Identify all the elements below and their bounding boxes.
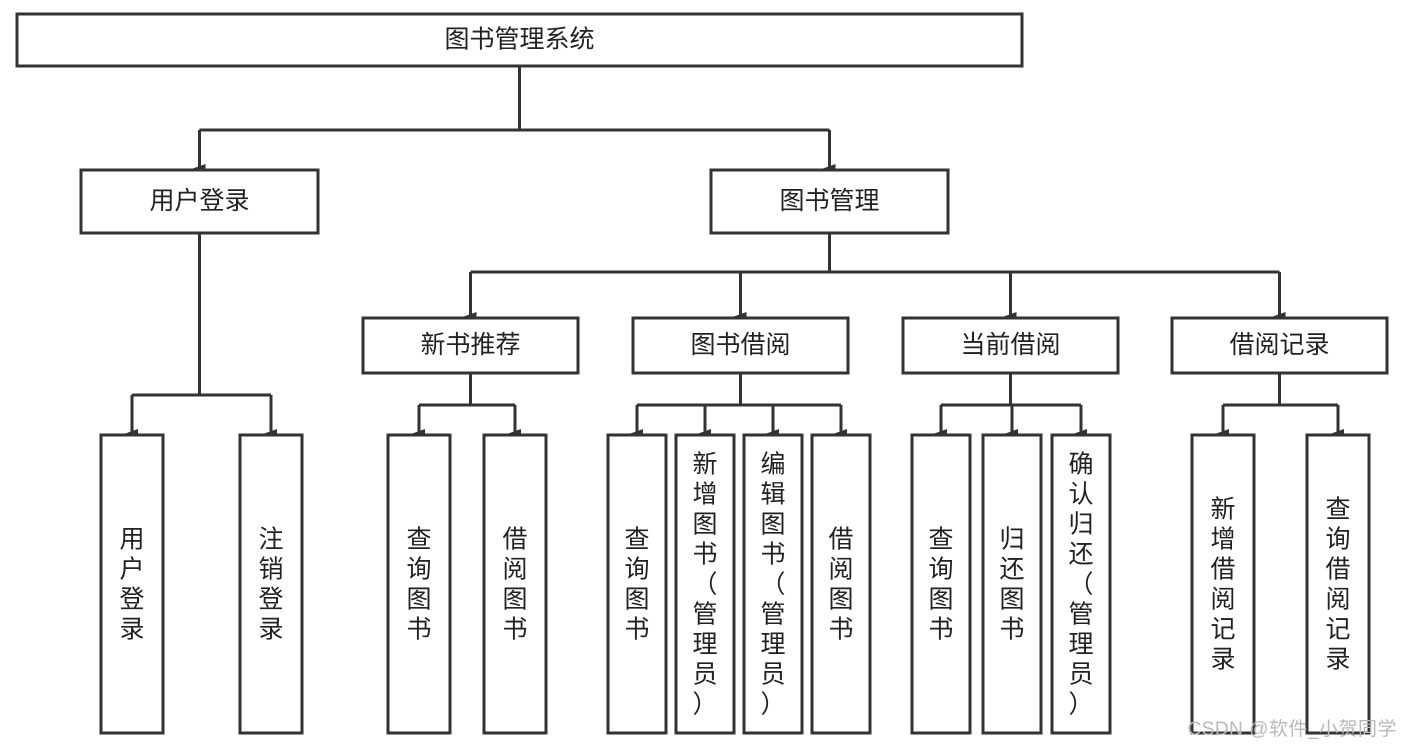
node-label-leaf-add-book: 新增图书（管理员）: [692, 450, 717, 718]
node-box-book-borrow: [631, 316, 850, 375]
node-leaf-logout[interactable]: 注销登录: [238, 433, 304, 735]
node-label-user-login: 用户登录: [149, 187, 249, 215]
node-box-leaf-confirm-return: [1050, 433, 1112, 735]
node-box-root: [15, 12, 1024, 68]
node-new-book-recommend[interactable]: 新书推荐: [361, 316, 580, 375]
node-leaf-borrow-book[interactable]: 借阅图书: [810, 433, 872, 735]
node-leaf-add-record[interactable]: 新增借阅记录: [1190, 433, 1256, 735]
node-book-borrow[interactable]: 图书借阅: [631, 316, 850, 375]
node-borrow-record[interactable]: 借阅记录: [1170, 316, 1389, 375]
node-book-management[interactable]: 图书管理: [709, 168, 950, 235]
node-leaf-query-book-recommend[interactable]: 查询图书: [386, 433, 452, 735]
node-leaf-query-record[interactable]: 查询借阅记录: [1305, 433, 1371, 735]
node-box-user-login: [79, 168, 320, 235]
node-label-leaf-query-book-borrow: 查询图书: [624, 525, 649, 643]
node-box-leaf-query-book-borrow: [606, 433, 668, 735]
node-box-leaf-query-record: [1305, 433, 1371, 735]
node-leaf-edit-book[interactable]: 编辑图书（管理员）: [742, 433, 804, 735]
node-box-leaf-query-book-current: [910, 433, 972, 735]
node-box-leaf-borrow-book-recommend: [482, 433, 548, 735]
node-box-new-book-recommend: [361, 316, 580, 375]
node-label-borrow-record: 借阅记录: [1229, 331, 1329, 359]
node-leaf-add-book[interactable]: 新增图书（管理员）: [674, 433, 736, 735]
node-root[interactable]: 图书管理系统: [15, 12, 1024, 68]
node-user-login[interactable]: 用户登录: [79, 168, 320, 235]
node-box-leaf-return-book: [981, 433, 1043, 735]
node-label-leaf-borrow-book: 借阅图书: [828, 525, 853, 643]
node-current-borrow[interactable]: 当前借阅: [901, 316, 1120, 375]
node-label-leaf-return-book: 归还图书: [999, 525, 1024, 643]
node-label-new-book-recommend: 新书推荐: [420, 331, 520, 359]
node-box-leaf-add-book: [674, 433, 736, 735]
node-layer: 图书管理系统用户登录图书管理新书推荐图书借阅当前借阅借阅记录用户登录注销登录查询…: [15, 12, 1389, 735]
node-label-leaf-borrow-book-recommend: 借阅图书: [502, 525, 527, 643]
node-leaf-query-book-borrow[interactable]: 查询图书: [606, 433, 668, 735]
node-label-leaf-query-book-recommend: 查询图书: [406, 525, 431, 643]
node-leaf-query-book-current[interactable]: 查询图书: [910, 433, 972, 735]
node-leaf-borrow-book-recommend[interactable]: 借阅图书: [482, 433, 548, 735]
node-box-leaf-add-record: [1190, 433, 1256, 735]
node-label-leaf-user-login: 用户登录: [119, 525, 144, 643]
node-box-leaf-borrow-book: [810, 433, 872, 735]
node-leaf-confirm-return[interactable]: 确认归还（管理员）: [1050, 433, 1112, 735]
node-label-leaf-query-record: 查询借阅记录: [1325, 495, 1350, 673]
node-label-leaf-confirm-return: 确认归还（管理员）: [1068, 450, 1093, 718]
node-label-leaf-logout: 注销登录: [258, 525, 283, 643]
watermark-text: CSDN @软件_小贺同学: [1187, 719, 1397, 740]
node-box-borrow-record: [1170, 316, 1389, 375]
node-label-root: 图书管理系统: [444, 26, 594, 54]
node-box-leaf-user-login: [99, 433, 165, 735]
connector-layer: [124, 66, 1344, 439]
node-box-current-borrow: [901, 316, 1120, 375]
node-leaf-user-login[interactable]: 用户登录: [99, 433, 165, 735]
node-box-leaf-logout: [238, 433, 304, 735]
node-label-book-management: 图书管理: [779, 187, 879, 215]
node-box-leaf-edit-book: [742, 433, 804, 735]
node-label-current-borrow: 当前借阅: [960, 331, 1060, 359]
node-label-book-borrow: 图书借阅: [690, 331, 790, 359]
node-box-leaf-query-book-recommend: [386, 433, 452, 735]
node-label-leaf-query-book-current: 查询图书: [928, 525, 953, 643]
node-label-leaf-edit-book: 编辑图书（管理员）: [760, 450, 785, 718]
node-box-book-management: [709, 168, 950, 235]
node-label-leaf-add-record: 新增借阅记录: [1210, 495, 1235, 673]
node-leaf-return-book[interactable]: 归还图书: [981, 433, 1043, 735]
